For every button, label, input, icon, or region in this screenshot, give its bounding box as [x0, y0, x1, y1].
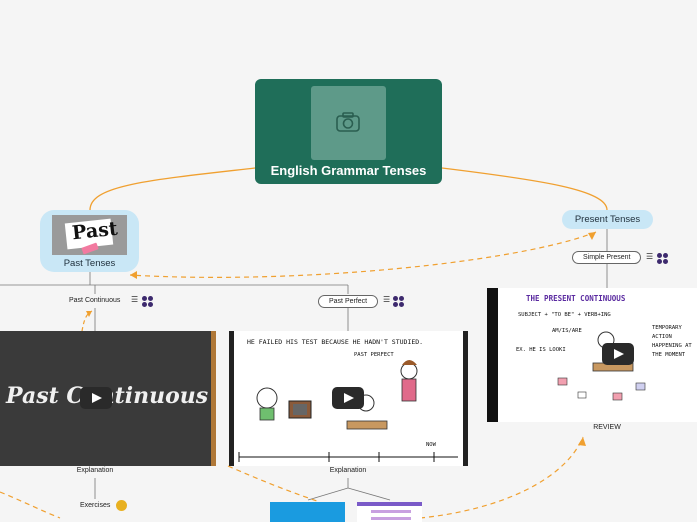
marker-icon — [657, 253, 668, 264]
caption-explanation: Explanation — [76, 467, 114, 474]
notes-icon[interactable]: ☰ — [383, 295, 391, 304]
central-topic-title: English Grammar Tenses — [270, 163, 427, 178]
board-sentence: HE FAILED HIS TEST BECAUSE HE HADN'T STU… — [247, 338, 424, 346]
caption-review: REVIEW — [593, 424, 621, 431]
caption-explanation: Explanation — [329, 467, 367, 474]
subtopic-past-continuous[interactable]: Past Continuous — [69, 297, 121, 304]
main-topic-present-tenses[interactable]: Present Tenses — [562, 210, 653, 229]
marker-icon — [393, 296, 404, 307]
board-now: NOW — [426, 442, 436, 448]
video-present-continuous[interactable]: THE PRESENT CONTINUOUS SUBJECT + "TO BE"… — [487, 288, 697, 422]
board-tag: PAST PERFECT — [354, 352, 394, 358]
board-note-3: HAPPENING AT — [652, 343, 692, 349]
illustration — [238, 360, 458, 462]
video-past-continuous[interactable]: Past Continuous — [0, 331, 216, 466]
image-node-chart[interactable] — [357, 502, 422, 522]
board-note-1: TEMPORARY — [652, 325, 682, 331]
marker-icon — [142, 296, 153, 307]
subtopic-past-perfect[interactable]: Past Perfect — [318, 295, 379, 308]
board-be-forms: AM/IS/ARE — [552, 328, 582, 334]
camera-icon — [336, 112, 360, 132]
relation-to-review — [419, 436, 584, 519]
past-tenses-label: Past Tenses — [63, 258, 116, 269]
board-example: EX. HE IS LOOKI — [516, 347, 566, 353]
illustration — [557, 331, 646, 401]
notes-icon[interactable]: ☰ — [131, 295, 139, 304]
link-icon[interactable] — [116, 500, 127, 511]
play-button[interactable] — [332, 387, 364, 409]
branch-line-past — [89, 167, 256, 211]
main-topic-past-tenses[interactable]: Past Past Tenses — [40, 210, 139, 272]
board-title: THE PRESENT CONTINUOUS — [526, 294, 626, 303]
board-note-2: ACTION — [652, 334, 672, 340]
relation-present-past — [129, 231, 597, 278]
play-button[interactable] — [80, 387, 112, 409]
subtopic-exercises[interactable]: Exercises — [80, 502, 111, 509]
subtopic-simple-present[interactable]: Simple Present — [572, 251, 642, 264]
video-past-perfect[interactable]: HE FAILED HIS TEST BECAUSE HE HADN'T STU… — [229, 331, 468, 466]
board-note-4: THE MOMENT — [652, 352, 686, 358]
relation-explanation-down — [227, 465, 321, 503]
notes-icon[interactable]: ☰ — [646, 252, 654, 261]
play-button[interactable] — [602, 343, 634, 365]
relation-exercises — [0, 491, 61, 519]
past-topic-image: Past — [52, 215, 127, 255]
central-topic[interactable]: English Grammar Tenses — [255, 79, 442, 184]
board-formula: SUBJECT + "TO BE" + VERB+ING — [518, 312, 611, 318]
branch-line-present — [441, 167, 608, 211]
image-node-blue[interactable] — [270, 502, 345, 522]
central-image-placeholder — [311, 86, 386, 160]
